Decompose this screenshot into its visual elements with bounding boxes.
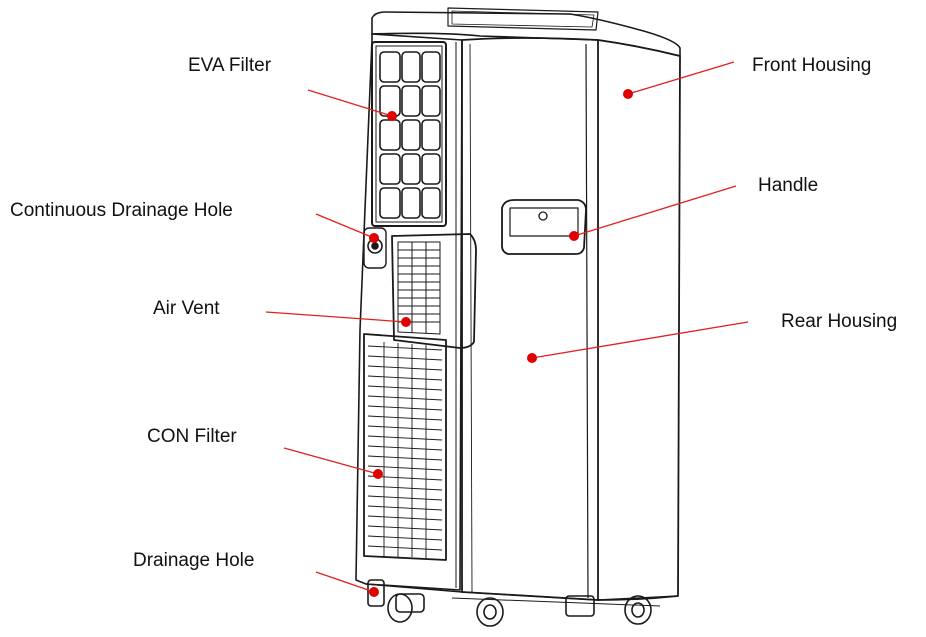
leader-drainage-hole: [315, 571, 375, 593]
dot-eva: [387, 111, 397, 121]
leader-rear-housing: [531, 321, 749, 359]
leader-air-vent: [265, 311, 407, 323]
callouts: [265, 61, 749, 597]
base-and-wheels: [365, 579, 679, 627]
leader-continuous-drainage: [315, 213, 375, 239]
dot-front-housing: [623, 89, 633, 99]
dot-rear-housing: [527, 353, 537, 363]
eva-filter-grid: [371, 41, 447, 227]
dot-con-filter: [373, 469, 383, 479]
leader-handle: [573, 185, 737, 237]
label-drainage-hole: Drainage Hole: [133, 550, 255, 571]
label-handle: Handle: [758, 175, 819, 196]
body-housing: [461, 37, 681, 601]
label-air-vent: Air Vent: [153, 298, 220, 319]
con-filter-grid: [363, 333, 447, 561]
dot-continuous-drainage: [369, 233, 379, 243]
label-front-housing: Front Housing: [752, 55, 872, 76]
top-panel: [371, 7, 681, 57]
dot-handle: [569, 231, 579, 241]
label-eva-filter: EVA Filter: [188, 55, 272, 76]
leader-con-filter: [283, 447, 379, 475]
label-con-filter: CON Filter: [147, 426, 237, 447]
dot-air-vent: [401, 317, 411, 327]
dot-drainage-hole: [369, 587, 379, 597]
handle-recess: [501, 199, 587, 255]
air-vent-grille: [391, 233, 477, 349]
label-continuous-drainage-hole: Continuous Drainage Hole: [10, 200, 233, 221]
leader-eva: [307, 89, 393, 117]
leader-front-housing: [627, 61, 735, 95]
label-rear-housing: Rear Housing: [781, 311, 898, 332]
